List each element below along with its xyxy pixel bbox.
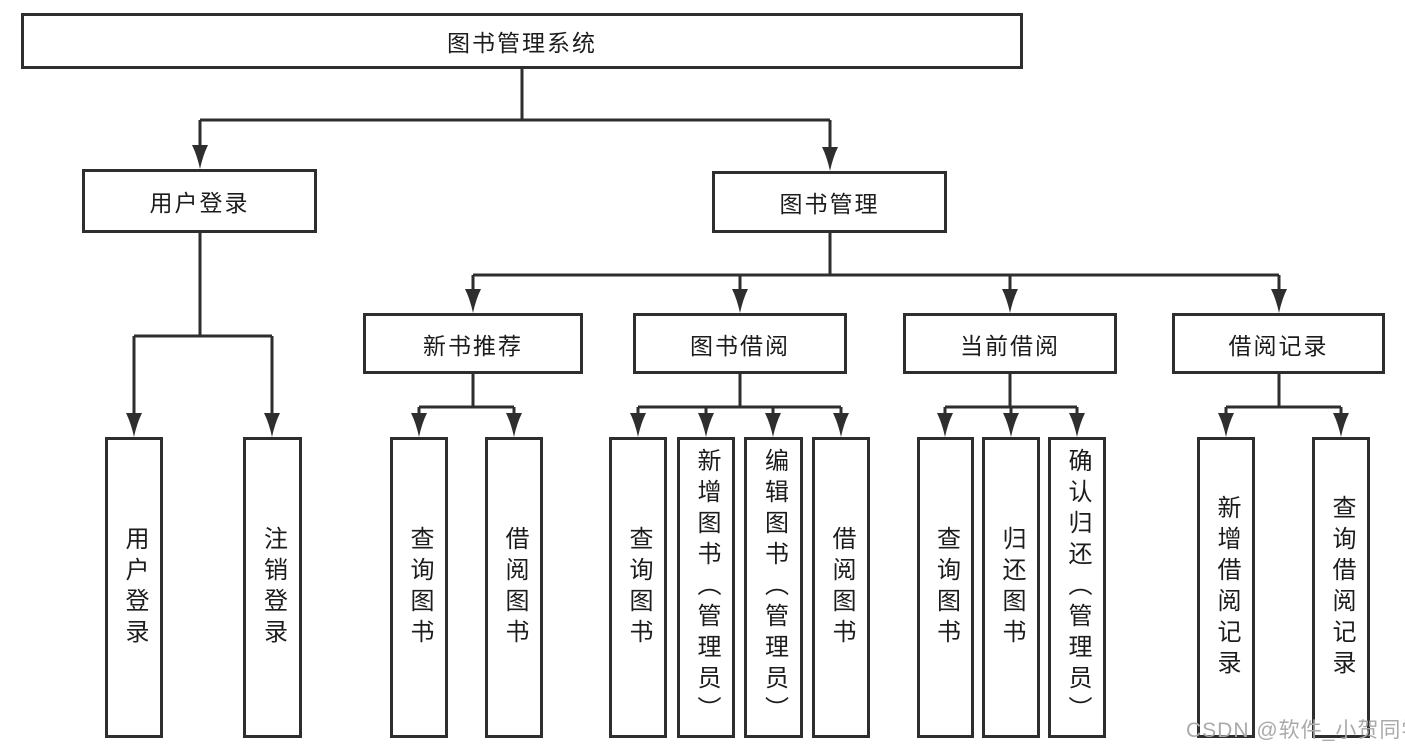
node-user-login: 用户登录	[82, 169, 317, 233]
arrow-to-leaf-add-book	[698, 413, 714, 437]
connector-current-borrow	[943, 374, 1079, 419]
arrow-to-leaf-logout	[264, 413, 280, 437]
node-label: 当前借阅	[960, 332, 1060, 359]
node-leaf-query-borrow-record: 查询借阅记录	[1312, 437, 1370, 738]
node-label: 用户登录	[149, 190, 250, 216]
arrow-to-book-borrow	[732, 289, 748, 313]
node-book-management: 图书管理	[712, 171, 947, 233]
arrowheads	[126, 145, 1349, 437]
node-label: 借阅图书	[828, 525, 855, 650]
node-leaf-logout: 注销登录	[243, 437, 302, 738]
node-borrowing-records: 借阅记录	[1172, 313, 1385, 374]
node-leaf-borrow-books-rec: 借阅图书	[485, 437, 543, 738]
connector-book-mgmt	[471, 233, 1281, 295]
arrow-to-new-book-rec	[465, 289, 481, 313]
connector-root	[198, 69, 832, 153]
node-label: 借阅图书	[501, 525, 528, 650]
arrow-to-leaf-borrow-book-a	[506, 413, 522, 437]
node-label: 新书推荐	[423, 332, 523, 359]
arrow-to-leaf-query-book-c	[937, 413, 953, 437]
node-label: 查询图书	[625, 525, 652, 650]
node-label: 图书借阅	[690, 332, 790, 359]
node-library-management-system: 图书管理系统	[21, 13, 1023, 69]
node-label: 图书管理系统	[447, 30, 597, 56]
arrow-to-current-borrow	[1002, 289, 1018, 313]
node-label: 查询图书	[932, 525, 960, 650]
node-label: 新增图书（管理员）	[693, 448, 720, 727]
node-leaf-add-books-admin: 新增图书（管理员）	[677, 437, 735, 738]
node-label: 注销登录	[259, 525, 287, 650]
node-leaf-add-borrow-record: 新增借阅记录	[1197, 437, 1255, 738]
arrow-to-leaf-add-record	[1218, 413, 1234, 437]
node-label: 图书管理	[779, 191, 880, 217]
arrow-to-leaf-user-login	[126, 413, 142, 437]
node-leaf-borrow-books: 借阅图书	[812, 437, 870, 738]
node-leaf-return-books: 归还图书	[982, 437, 1040, 738]
node-label: 归还图书	[998, 525, 1025, 650]
node-new-book-recommendation: 新书推荐	[363, 313, 583, 374]
node-leaf-edit-books-admin: 编辑图书（管理员）	[744, 437, 803, 738]
connector-new-book-rec	[417, 374, 516, 419]
node-label: 新增借阅记录	[1213, 494, 1240, 681]
node-leaf-query-books-rec: 查询图书	[390, 437, 448, 738]
connector-book-borrow	[636, 374, 843, 419]
arrow-to-leaf-query-book-b	[630, 413, 646, 437]
node-label: 借阅记录	[1228, 332, 1329, 359]
node-book-borrowing: 图书借阅	[633, 313, 847, 374]
arrow-to-leaf-return-book	[1003, 413, 1019, 437]
arrow-to-leaf-borrow-book-b	[833, 413, 849, 437]
node-label: 编辑图书（管理员）	[760, 448, 788, 727]
node-label: 用户登录	[121, 525, 148, 650]
connector-borrow-record	[1224, 374, 1343, 419]
node-label: 查询借阅记录	[1328, 494, 1355, 681]
arrow-to-borrow-record	[1271, 289, 1287, 313]
node-leaf-confirm-return-admin: 确认归还（管理员）	[1048, 437, 1106, 738]
node-leaf-query-books-borrow: 查询图书	[609, 437, 667, 738]
arrow-to-leaf-confirm-return	[1069, 413, 1085, 437]
node-label: 确认归还（管理员）	[1064, 448, 1091, 727]
node-label: 查询图书	[406, 525, 433, 650]
connector-user-login	[132, 233, 274, 419]
arrow-to-leaf-edit-book	[765, 413, 781, 437]
node-current-borrowing: 当前借阅	[903, 313, 1117, 374]
node-leaf-user-login: 用户登录	[105, 437, 163, 738]
connector-lines	[132, 69, 1343, 419]
arrow-to-leaf-query-record	[1333, 413, 1349, 437]
node-leaf-query-books-current: 查询图书	[917, 437, 974, 738]
arrow-to-leaf-query-book-a	[411, 413, 427, 437]
arrow-to-user-login	[192, 145, 208, 169]
arrow-to-book-mgmt	[822, 147, 838, 171]
